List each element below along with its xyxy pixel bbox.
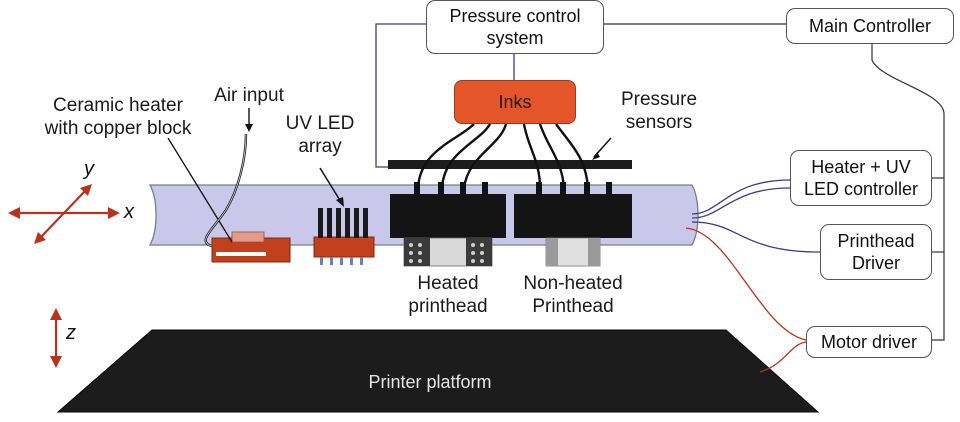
pressure-sensor-bar bbox=[388, 160, 632, 169]
heated-printhead-block bbox=[390, 194, 506, 238]
printer-platform-label: Printer platform bbox=[368, 372, 492, 392]
nonheated-printhead-label: Non-heated Printhead bbox=[523, 273, 623, 317]
ceramic-heater-label: Ceramic heater with copper block bbox=[44, 95, 192, 139]
heater-uv-controller-box: Heater + UV LED controller bbox=[790, 150, 932, 206]
ceramic-heater-pointer bbox=[167, 137, 233, 243]
uv-led-array bbox=[313, 208, 375, 265]
main-controller-box: Main Controller bbox=[786, 8, 954, 44]
nozzle-pins bbox=[414, 182, 612, 196]
main-controller-drop bbox=[871, 40, 945, 341]
heated-printhead-label: Heated printhead bbox=[408, 273, 488, 317]
heater-uv-line-2: LED controller bbox=[803, 179, 919, 199]
xy-axis-arrows bbox=[8, 184, 120, 244]
heater-uv-line-1: Heater + UV bbox=[811, 157, 911, 177]
axis-y-label: y bbox=[84, 158, 94, 180]
inks-label: Inks bbox=[498, 91, 532, 112]
pressure-control-line-1: Pressure control bbox=[449, 6, 581, 26]
pressure-control-line-2: system bbox=[486, 28, 544, 48]
ink-lines bbox=[416, 123, 590, 189]
printhead-driver-line-2: Driver bbox=[852, 253, 900, 273]
air-input-label: Air input bbox=[214, 85, 284, 106]
uv-led-pointer bbox=[319, 167, 342, 203]
main-controller-label: Main Controller bbox=[808, 16, 932, 36]
pressure-control-wire bbox=[375, 23, 426, 168]
inks-box: Inks bbox=[454, 80, 576, 124]
printer-platform bbox=[56, 329, 820, 413]
motor-driver-label: Motor driver bbox=[820, 332, 918, 352]
printhead-driver-box: Printhead Driver bbox=[820, 224, 932, 280]
nonheated-printhead-block bbox=[514, 194, 632, 238]
motor-driver-box: Motor driver bbox=[806, 326, 932, 358]
uv-led-array-label: UV LED array bbox=[285, 113, 355, 157]
pressure-sensors-label: Pressure sensors bbox=[620, 89, 698, 133]
ceramic-heater-block bbox=[211, 231, 291, 263]
printhead-driver-line-1: Printhead bbox=[837, 231, 915, 251]
signal-wires bbox=[691, 179, 821, 253]
z-axis-arrow bbox=[50, 308, 62, 368]
axis-z-label: z bbox=[66, 322, 76, 344]
axis-x-label: x bbox=[124, 201, 134, 223]
pressure-control-system-box: Pressure control system bbox=[426, 0, 604, 54]
motor-wires bbox=[685, 227, 807, 373]
